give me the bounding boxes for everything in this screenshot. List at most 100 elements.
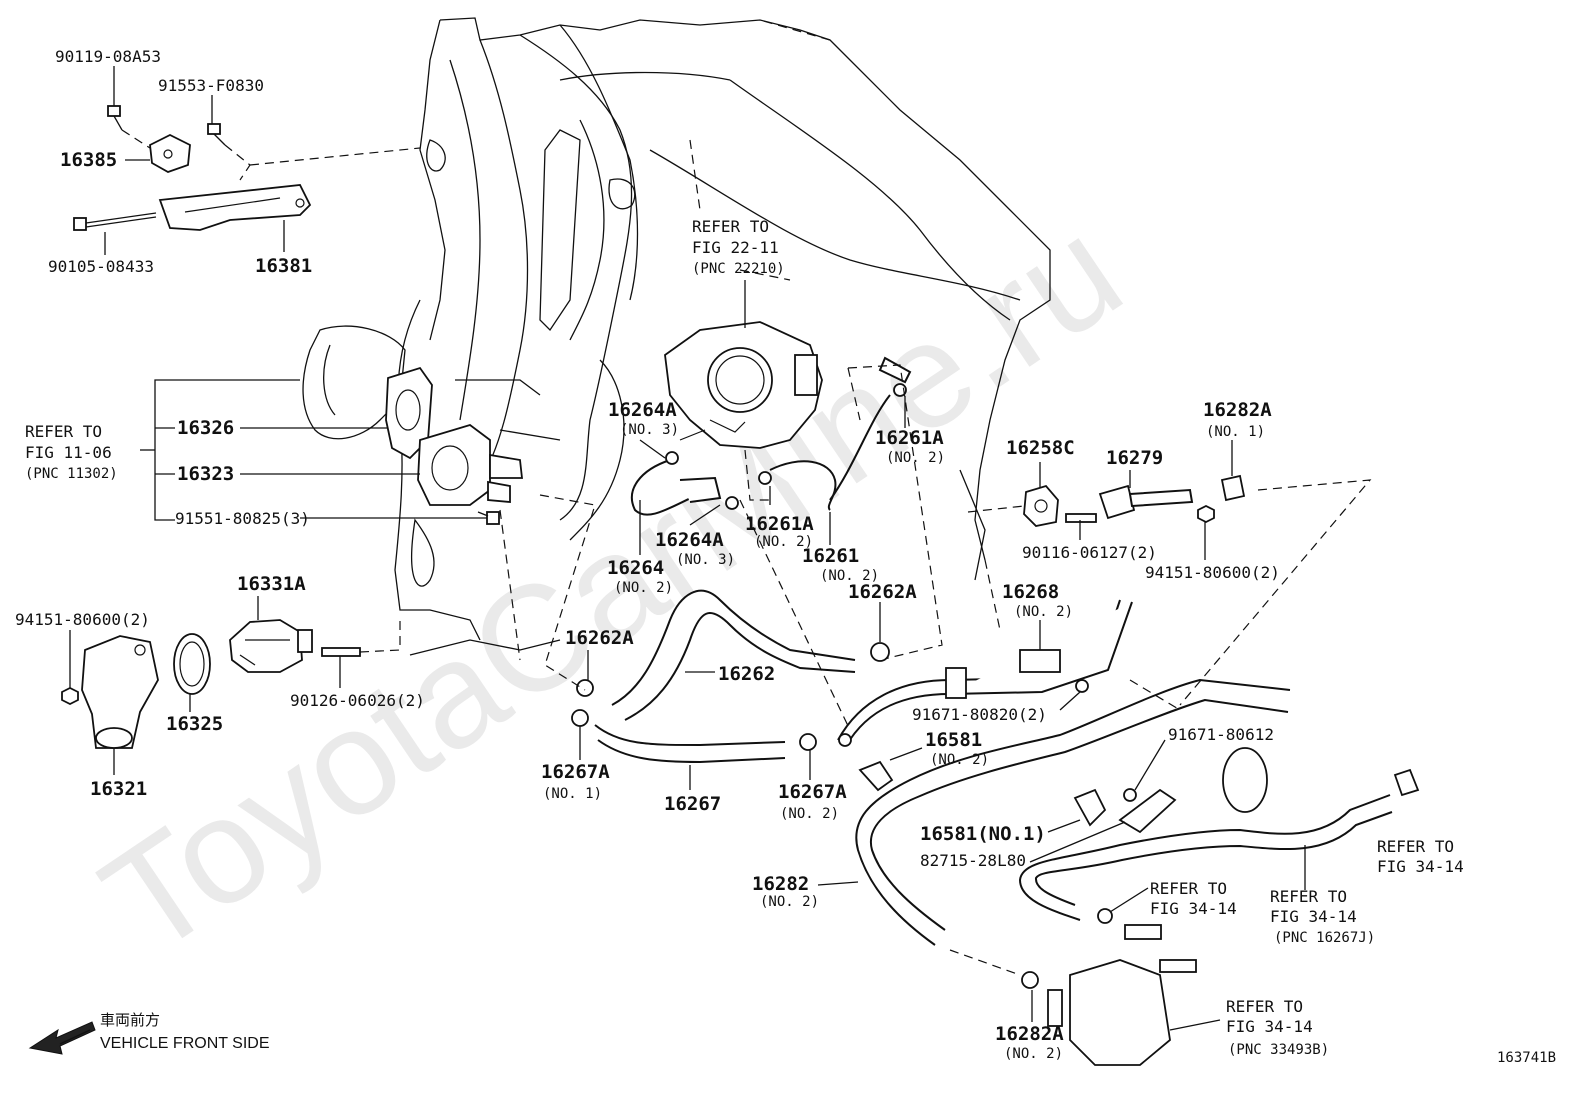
hose-16261 (769, 356, 912, 511)
label-refer-to: REFER TO (692, 217, 769, 236)
bolt-91671-80612 (1123, 788, 1137, 802)
label-16381: 16381 (255, 255, 312, 277)
label-no-2: (NO. 2) (1004, 1046, 1063, 1062)
label-90126-06026: 90126-06026(2) (290, 691, 425, 710)
vehicle-front-indicator: 車両前方 VEHICLE FRONT SIDE (28, 1011, 270, 1055)
clamp-16264A-2 (725, 496, 739, 510)
clamp-large (1222, 747, 1268, 813)
label-16325: 16325 (166, 713, 223, 735)
label-91553-F0830: 91553-F0830 (158, 76, 264, 95)
bolt-91671-80820 (1075, 679, 1089, 693)
label-91551-80825: 91551-80825(3) (175, 509, 310, 528)
hose-end-fig3414 (1393, 768, 1420, 797)
label-90116-06127: 90116-06127(2) (1022, 543, 1157, 562)
bolt-91553 (207, 123, 226, 146)
label-refer-to: REFER TO (1226, 997, 1303, 1016)
inlet-16321 (81, 635, 159, 749)
label-90105-08433: 90105-08433 (48, 257, 154, 276)
label-no-2: (NO. 2) (930, 752, 989, 768)
pipe-16268 (837, 599, 1133, 747)
label-16581-no1: 16581(NO.1) (920, 823, 1046, 845)
plate-16385 (149, 133, 191, 173)
label-fig-34-14: FIG 34-14 (1377, 857, 1464, 876)
hose-16267 (594, 724, 786, 764)
label-fig-34-14: FIG 34-14 (1150, 899, 1237, 918)
label-pnc-11302: (PNC 11302) (25, 466, 118, 482)
label-16268: 16268 (1002, 581, 1059, 603)
label-pnc-22210: (PNC 22210) (692, 261, 785, 277)
label-no-2: (NO. 2) (780, 806, 839, 822)
clamp-16262A-1 (576, 679, 594, 697)
clamp-16581-2 (858, 760, 894, 792)
label-pnc-16267J: (PNC 16267J) (1274, 930, 1375, 946)
stud-90126 (321, 647, 361, 657)
clamp-16264A-1 (665, 451, 679, 465)
label-16282A: 16282A (995, 1023, 1064, 1045)
label-no-2: (NO. 2) (820, 568, 879, 584)
label-16264A: 16264A (655, 529, 724, 551)
bracket-82715 (1118, 788, 1177, 834)
pipe-16279 (1098, 484, 1194, 520)
label-pnc-33493B: (PNC 33493B) (1228, 1042, 1329, 1058)
clamp-16261A-2 (758, 471, 772, 485)
label-fig-34-14: FIG 34-14 (1270, 907, 1357, 926)
label-91671-80820: 91671-80820(2) (912, 705, 1047, 724)
label-fig-34-14: FIG 34-14 (1226, 1017, 1313, 1036)
label-no-3: (NO. 3) (676, 552, 735, 568)
bracket-16381 (158, 184, 312, 231)
label-94151-80600: 94151-80600(2) (1145, 563, 1280, 582)
label-94151-80600: 94151-80600(2) (15, 610, 150, 629)
label-fig-11-06: FIG 11-06 (25, 443, 112, 462)
label-refer-to: REFER TO (25, 422, 102, 441)
label-16264: 16264 (607, 557, 664, 579)
label-16267A: 16267A (778, 781, 847, 803)
stud-90116 (1065, 513, 1097, 523)
leader-lines (69, 66, 1306, 1031)
label-82715-28L80: 82715-28L80 (920, 851, 1026, 870)
label-16261: 16261 (802, 545, 859, 567)
housing-16323 (417, 424, 524, 506)
label-16282A: 16282A (1203, 399, 1272, 421)
front-label-en: VEHICLE FRONT SIDE (100, 1035, 270, 1052)
label-16581: 16581 (925, 729, 982, 751)
clamp-fitting (1097, 908, 1113, 924)
label-16258C: 16258C (1006, 437, 1075, 459)
hose-16282 (855, 678, 1291, 946)
thermostat-16331A (229, 619, 313, 673)
clamp-16282A-2 (1021, 971, 1039, 989)
label-16261A: 16261A (875, 427, 944, 449)
cooler (1047, 924, 1197, 1066)
label-16331A: 16331A (237, 573, 306, 595)
label-90119-08A53: 90119-08A53 (55, 47, 161, 66)
hose-16262 (611, 589, 856, 721)
clamp-16262A-2 (870, 642, 890, 662)
front-arrow-icon (28, 1021, 96, 1055)
label-refer-to: REFER TO (1270, 887, 1347, 906)
label-16323: 16323 (177, 463, 234, 485)
hose-16264 (630, 459, 722, 516)
clamp-16267A-1 (571, 709, 589, 727)
label-refer-to: REFER TO (1150, 879, 1227, 898)
label-16261A: 16261A (745, 513, 814, 535)
clamp-hose-end (838, 733, 852, 747)
label-no-2: (NO. 2) (760, 894, 819, 910)
part-labels: 90119-08A53 91553-F0830 16385 90105-0843… (15, 47, 1464, 1062)
label-16279: 16279 (1106, 447, 1163, 469)
clamp-16261A-1 (893, 383, 907, 397)
gasket-16325 (173, 633, 211, 695)
label-16262: 16262 (718, 663, 775, 685)
front-label-jp: 車両前方 (100, 1011, 160, 1029)
nut-94151-right (1197, 504, 1215, 524)
nut-94151-left (61, 686, 79, 706)
label-16262A: 16262A (565, 627, 634, 649)
bolt-90105 (73, 212, 157, 231)
clamp-16267A-2 (799, 733, 817, 751)
hose-lower (1018, 794, 1393, 921)
clamp-16581-1 (1073, 788, 1107, 827)
label-16321: 16321 (90, 778, 147, 800)
label-no-2: (NO. 2) (614, 580, 673, 596)
label-no-3: (NO. 3) (620, 422, 679, 438)
label-refer-to: REFER TO (1377, 837, 1454, 856)
